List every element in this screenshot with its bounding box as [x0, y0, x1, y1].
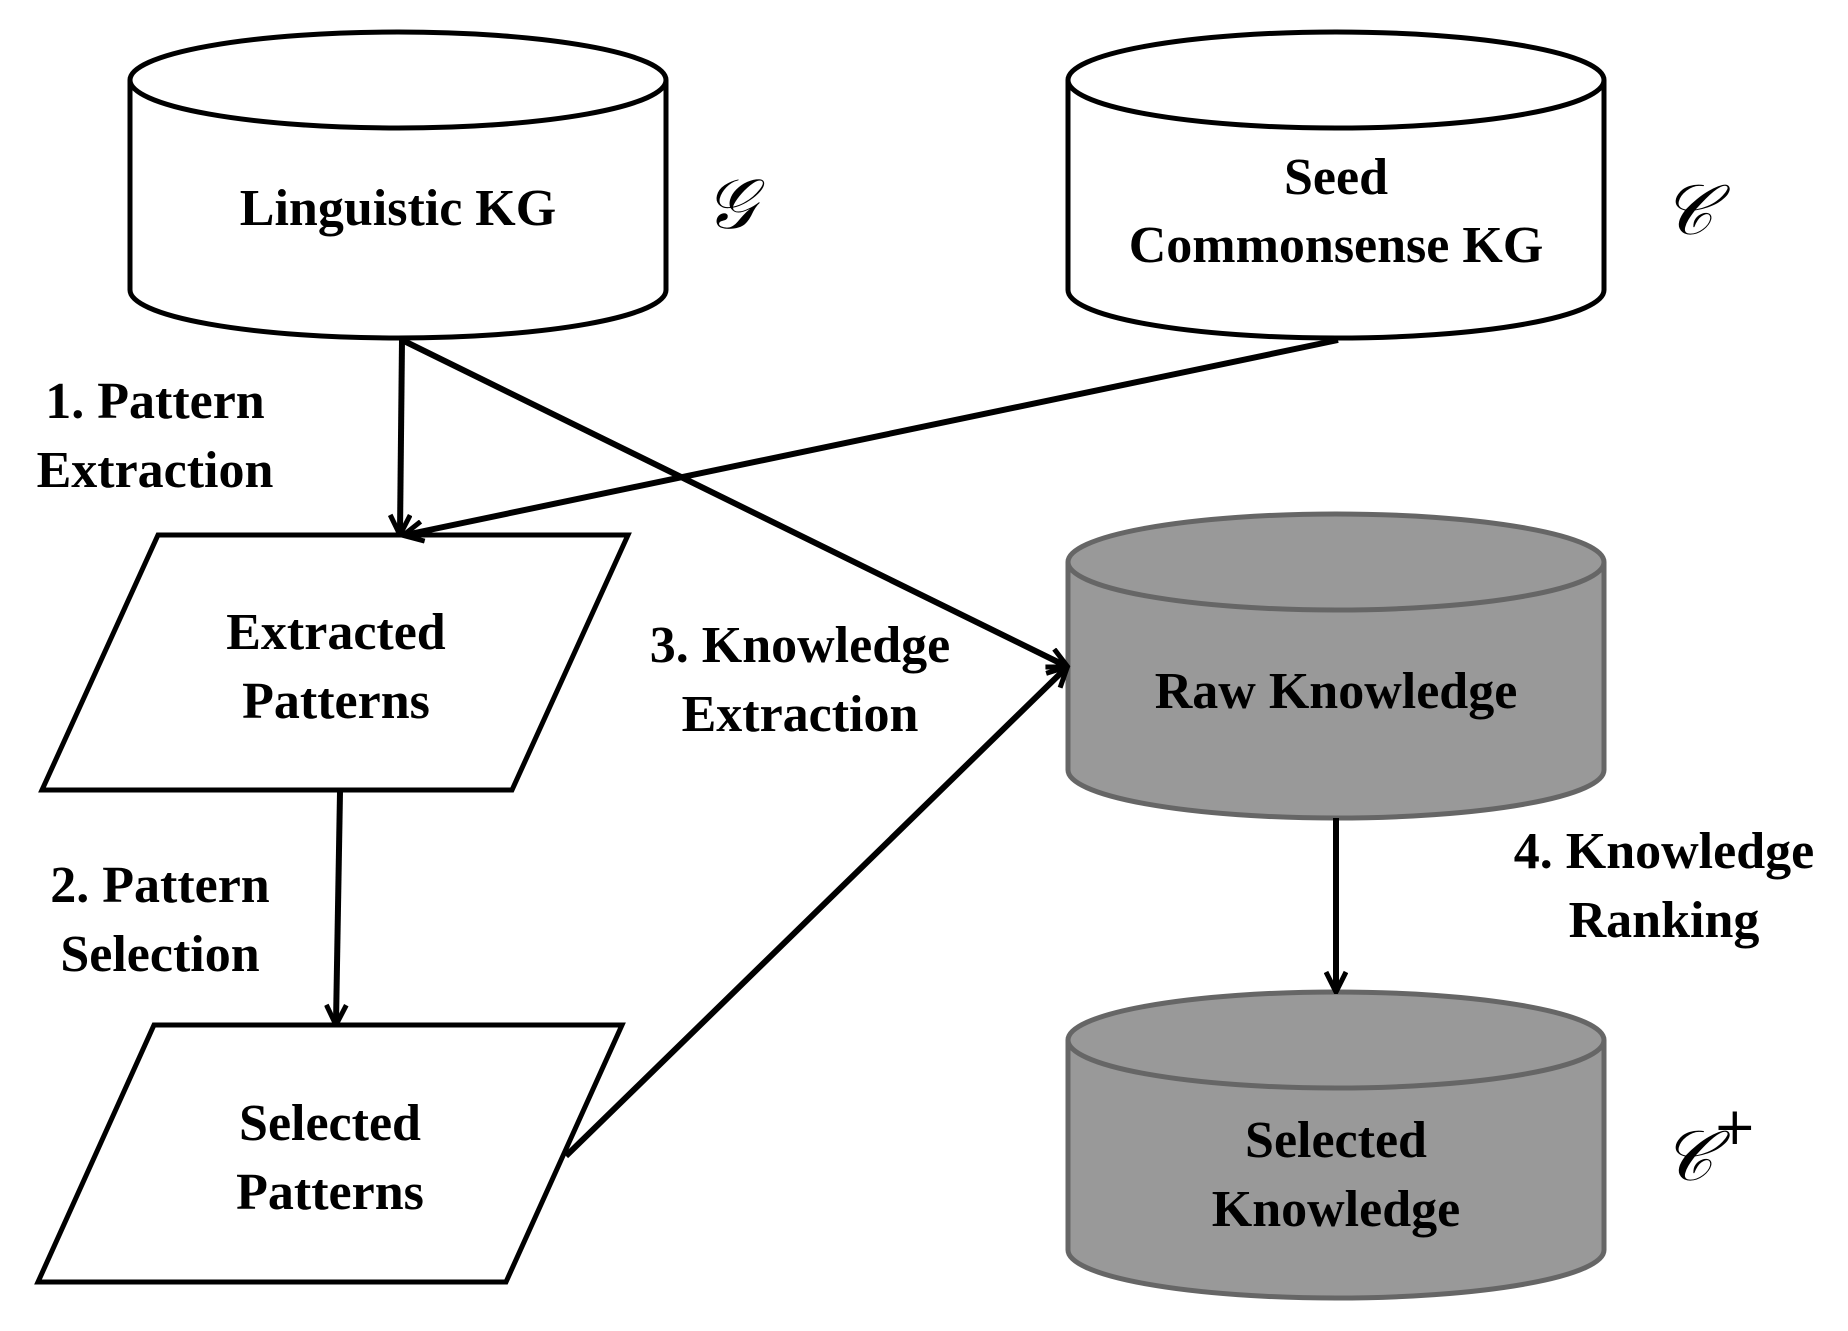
raw-knowledge-node: Raw Knowledge — [1065, 511, 1607, 821]
svg-text:2. Pattern: 2. Pattern — [50, 857, 270, 914]
extracted-patterns-line2: Patterns — [242, 673, 430, 730]
svg-text:4. Knowledge: 4. Knowledge — [1514, 823, 1814, 880]
seed-kg-label-line2: Commonsense KG — [1129, 217, 1544, 274]
step-3-label: 3. Knowledge Extraction — [650, 617, 950, 743]
arrow-selected-to-raw — [563, 668, 1066, 1159]
step-4-label: 4. Knowledge Ranking — [1514, 823, 1814, 949]
selected-knowledge-line1: Selected — [1245, 1112, 1427, 1169]
selected-patterns-node: Selected Patterns — [34, 1022, 626, 1285]
linguistic-kg-symbol: 𝒢 — [705, 163, 765, 245]
svg-text:Extraction: Extraction — [37, 442, 274, 499]
step-1-label: 1. Pattern Extraction — [37, 373, 274, 499]
extracted-patterns-line1: Extracted — [226, 604, 446, 661]
selected-knowledge-symbol: 𝒞+ — [1662, 1097, 1757, 1197]
svg-text:1. Pattern: 1. Pattern — [45, 373, 265, 430]
arrow-extracted-to-selected — [336, 791, 340, 1023]
svg-text:Extraction: Extraction — [682, 686, 919, 743]
svg-text:Selection: Selection — [60, 926, 259, 983]
selected-patterns-line2: Patterns — [236, 1164, 424, 1221]
svg-text:3. Knowledge: 3. Knowledge — [650, 617, 950, 674]
svg-text:Ranking: Ranking — [1569, 892, 1760, 949]
seed-kg-symbol: 𝒞 — [1662, 169, 1731, 251]
selected-patterns-line1: Selected — [239, 1095, 421, 1152]
seed-commonsense-kg-node: Seed Commonsense KG — [1065, 29, 1607, 341]
selected-knowledge-node: Selected Knowledge — [1065, 989, 1607, 1301]
arrow-seed-to-extracted — [405, 337, 1339, 535]
step-2-label: 2. Pattern Selection — [50, 857, 270, 983]
seed-kg-label-line1: Seed — [1284, 149, 1388, 206]
linguistic-kg-label: Linguistic KG — [240, 180, 556, 237]
extracted-patterns-node: Extracted Patterns — [38, 532, 632, 793]
arrow-linguistic-to-raw — [400, 337, 1066, 666]
linguistic-kg-node: Linguistic KG — [127, 29, 669, 341]
raw-knowledge-label: Raw Knowledge — [1155, 663, 1518, 720]
selected-knowledge-line2: Knowledge — [1212, 1181, 1460, 1238]
arrow-linguistic-to-extracted — [400, 339, 402, 533]
